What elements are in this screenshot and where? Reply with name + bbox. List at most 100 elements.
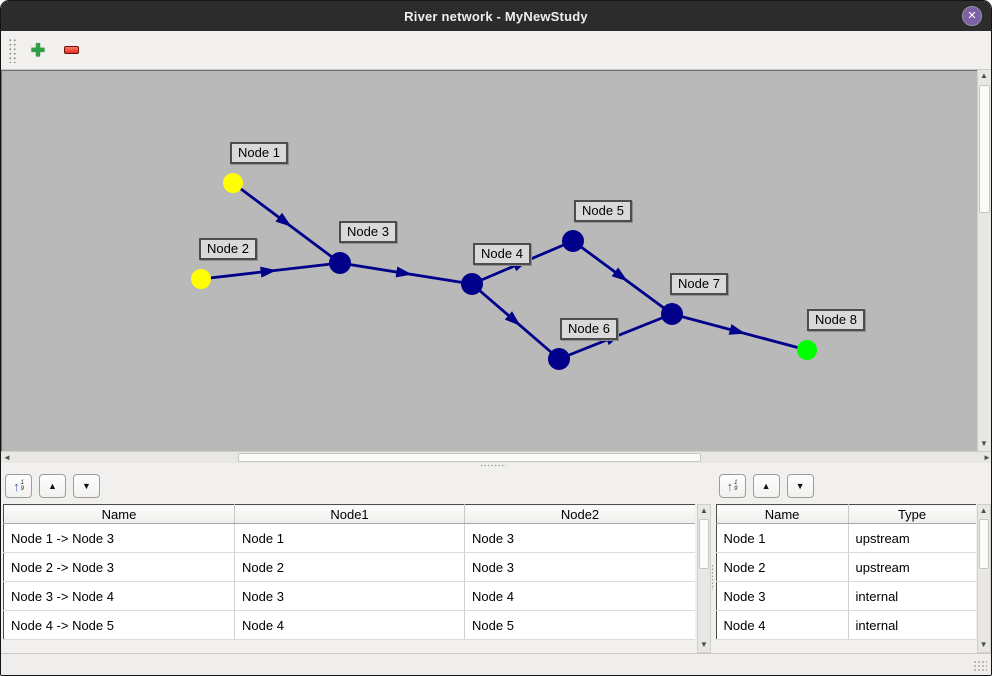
table-cell[interactable]: Node 1 [235,524,465,553]
node-col-type[interactable]: Type [848,505,976,524]
node-move-up-button[interactable]: ▲ [753,474,780,498]
network-node-node-7[interactable] [661,303,683,325]
reach-col-node2[interactable]: Node2 [465,505,696,524]
node-move-down-button[interactable]: ▼ [787,474,814,498]
network-node-node-1[interactable] [223,173,243,193]
scroll-down-icon[interactable]: ▼ [978,640,990,651]
flow-arrow-icon [396,267,413,278]
window-resize-grip[interactable] [973,660,987,672]
titlebar[interactable]: River network - MyNewStudy ✕ [1,1,991,31]
table-cell[interactable]: Node 2 -> Node 3 [4,553,235,582]
node-label-node-4[interactable]: Node 4 [473,243,531,265]
close-button[interactable]: ✕ [962,6,982,26]
node-table-scrollbar[interactable]: ▲ ▼ [977,504,991,653]
table-row[interactable]: Node 2 -> Node 3Node 2Node 3 [4,553,696,582]
network-node-node-5[interactable] [562,230,584,252]
table-cell[interactable]: Node 3 -> Node 4 [4,582,235,611]
table-cell[interactable]: Node 2 [716,553,848,582]
canvas-vertical-scrollbar[interactable]: ▲ ▼ [977,70,991,451]
node-label-node-5[interactable]: Node 5 [574,200,632,222]
table-cell[interactable]: Node 4 -> Node 5 [4,611,235,640]
flow-arrow-icon [729,324,746,335]
table-cell[interactable]: Node 3 [235,582,465,611]
down-arrow-icon: ▼ [82,481,91,491]
remove-minus-icon [64,46,79,54]
table-cell[interactable]: Node 4 [235,611,465,640]
table-cell[interactable]: Node 3 [465,553,696,582]
reach-move-down-button[interactable]: ▼ [73,474,100,498]
reach-panel: ↑ 19 ▲ ▼ Name Node1 [1,468,711,653]
network-node-node-8[interactable] [797,340,817,360]
network-node-node-2[interactable] [191,269,211,289]
reach-col-name[interactable]: Name [4,505,235,524]
node-panel: ↑ 19 ▲ ▼ Name Type [715,468,991,653]
status-bar [1,653,991,675]
reach-table-scrollbar[interactable]: ▲ ▼ [697,504,711,653]
sort-icon: ↑ 19 [13,480,24,493]
node-label-node-3[interactable]: Node 3 [339,221,397,243]
remove-node-button[interactable] [58,37,84,63]
table-row[interactable]: Node 1 -> Node 3Node 1Node 3 [4,524,696,553]
table-cell[interactable]: Node 3 [465,524,696,553]
add-plus-icon: ✚ [31,42,45,59]
reach-table-zone: Name Node1 Node2 Node 1 -> Node 3Node 1N… [3,504,695,653]
table-cell[interactable]: upstream [848,553,976,582]
scroll-up-icon[interactable]: ▲ [978,71,990,82]
canvas-horizontal-scrollbar[interactable]: ◄ ► [1,451,992,463]
network-node-node-6[interactable] [548,348,570,370]
table-row[interactable]: Node 4 -> Node 5Node 4Node 5 [4,611,696,640]
node-toolbar: ↑ 19 ▲ ▼ [715,468,991,504]
table-cell[interactable]: internal [848,582,976,611]
node-table-zone: Name Type Node 1upstreamNode 2upstreamNo… [716,504,976,653]
node-label-node-6[interactable]: Node 6 [560,318,618,340]
down-arrow-icon: ▼ [796,481,805,491]
table-row[interactable]: Node 4internal [716,611,976,640]
window-title: River network - MyNewStudy [404,9,588,24]
node-sort-button[interactable]: ↑ 19 [719,474,746,498]
add-node-button[interactable]: ✚ [25,37,51,63]
scroll-up-icon[interactable]: ▲ [978,506,990,517]
splitter-handle-icon [480,464,506,467]
reach-move-up-button[interactable]: ▲ [39,474,66,498]
table-cell[interactable]: Node 3 [716,582,848,611]
scroll-up-icon[interactable]: ▲ [698,506,710,517]
node-scroll-thumb[interactable] [979,519,989,569]
bottom-panels: ↑ 19 ▲ ▼ Name Node1 [1,468,991,653]
node-label-node-7[interactable]: Node 7 [670,273,728,295]
table-cell[interactable]: internal [848,611,976,640]
table-cell[interactable]: Node 4 [465,582,696,611]
main-toolbar: ✚ [1,31,991,70]
table-cell[interactable]: Node 1 -> Node 3 [4,524,235,553]
reach-scroll-thumb[interactable] [699,519,709,569]
node-table: Name Type Node 1upstreamNode 2upstreamNo… [716,504,976,640]
table-cell[interactable]: Node 2 [235,553,465,582]
node-label-node-2[interactable]: Node 2 [199,238,257,260]
table-row[interactable]: Node 3internal [716,582,976,611]
canvas-hscroll-thumb[interactable] [238,453,701,462]
reach-sort-button[interactable]: ↑ 19 [5,474,32,498]
scroll-down-icon[interactable]: ▼ [978,439,990,450]
table-cell[interactable]: Node 4 [716,611,848,640]
network-node-node-4[interactable] [461,273,483,295]
node-label-node-8[interactable]: Node 8 [807,309,865,331]
canvas-vscroll-thumb[interactable] [979,85,990,213]
table-row[interactable]: Node 2upstream [716,553,976,582]
table-row[interactable]: Node 3 -> Node 4Node 3Node 4 [4,582,696,611]
table-cell[interactable]: upstream [848,524,976,553]
reach-col-node1[interactable]: Node1 [235,505,465,524]
table-cell[interactable]: Node 1 [716,524,848,553]
table-row[interactable]: Node 1upstream [716,524,976,553]
reach-table: Name Node1 Node2 Node 1 -> Node 3Node 1N… [3,504,695,640]
graph-area: Node 1 Node 2 Node 3 Node 4 Node 5 Node 6 Node… [1,70,991,463]
splitter-handle-icon [711,564,714,590]
reach-toolbar: ↑ 19 ▲ ▼ [1,468,711,504]
toolbar-drag-handle[interactable] [7,37,16,63]
node-label-node-1[interactable]: Node 1 [230,142,288,164]
network-node-node-3[interactable] [329,252,351,274]
sort-icon: ↑ 19 [727,480,738,493]
scroll-down-icon[interactable]: ▼ [698,640,710,651]
table-cell[interactable]: Node 5 [465,611,696,640]
network-canvas[interactable]: Node 1 Node 2 Node 3 Node 4 Node 5 Node 6 Node… [1,70,979,451]
node-col-name[interactable]: Name [716,505,848,524]
